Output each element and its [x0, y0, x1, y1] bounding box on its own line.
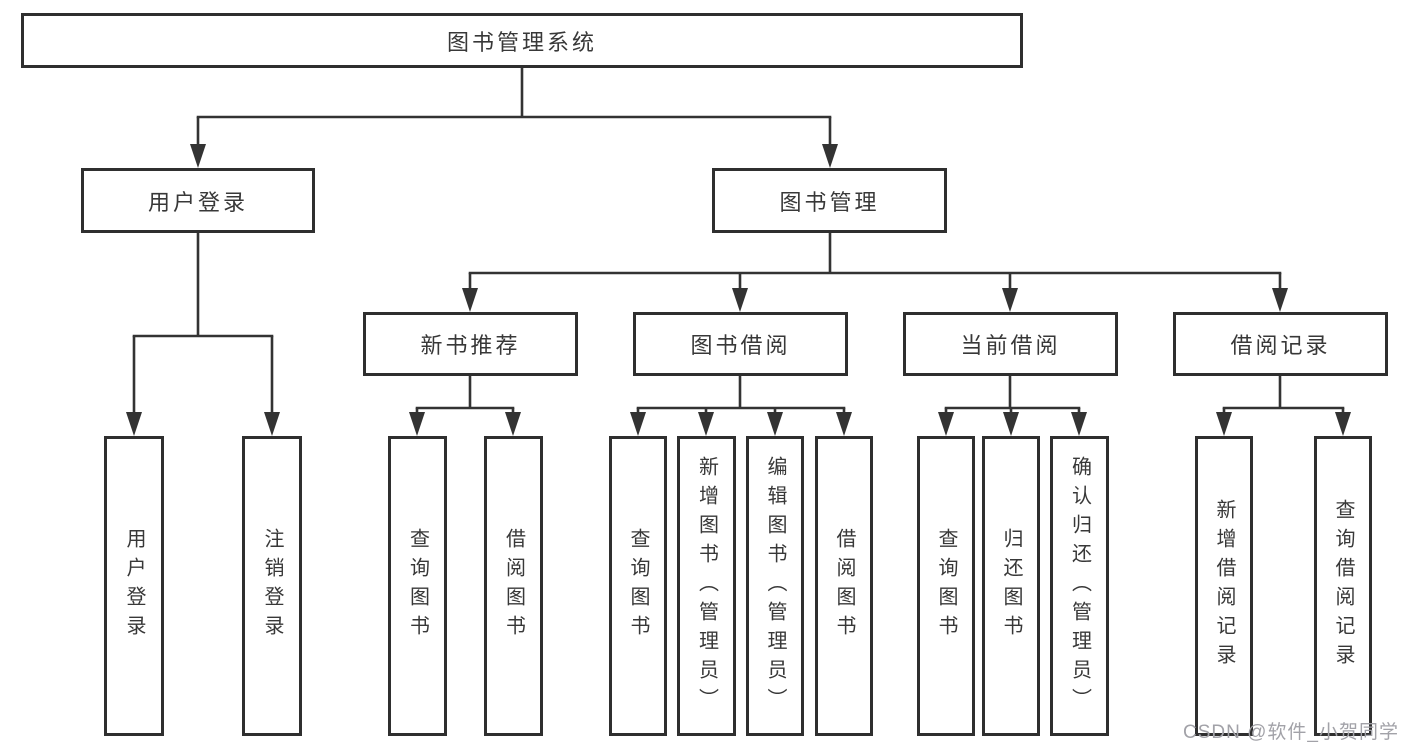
- node-leaf-query-book-2: 查询图书: [609, 436, 667, 736]
- node-leaf-confirm-return: 确认归还（管理员）: [1050, 436, 1109, 736]
- node-leaf-add-book: 新增图书（管理员）: [677, 436, 736, 736]
- arrowhead-leaf-add-borrow-record: [1216, 412, 1232, 436]
- arrowhead-borrowing-records: [1272, 288, 1288, 312]
- node-book-borrowing: 图书借阅: [633, 312, 848, 376]
- watermark: CSDN @软件_小贺同学: [1183, 722, 1399, 743]
- node-library-system: 图书管理系统: [21, 13, 1023, 68]
- node-current-borrowing: 当前借阅: [903, 312, 1118, 376]
- arrowhead-current-borrowing: [1002, 288, 1018, 312]
- arrowhead-new-book-recommend: [462, 288, 478, 312]
- node-borrowing-records: 借阅记录: [1173, 312, 1388, 376]
- node-book-management: 图书管理: [712, 168, 947, 233]
- arrowhead-leaf-query-book-1: [409, 412, 425, 436]
- node-leaf-query-book-3: 查询图书: [917, 436, 975, 736]
- arrowhead-leaf-borrow-book-1: [505, 412, 521, 436]
- arrowhead-leaf-query-book-2: [630, 412, 646, 436]
- arrowhead-leaf-user-login: [126, 412, 142, 436]
- node-new-book-recommend: 新书推荐: [363, 312, 578, 376]
- arrowhead-leaf-logout: [264, 412, 280, 436]
- arrowhead-book-management: [822, 144, 838, 168]
- node-user-login: 用户登录: [81, 168, 315, 233]
- arrowhead-leaf-query-borrow-record: [1335, 412, 1351, 436]
- node-leaf-user-login: 用户登录: [104, 436, 164, 736]
- arrowhead-user-login: [190, 144, 206, 168]
- arrowhead-book-borrowing: [732, 288, 748, 312]
- node-leaf-query-borrow-record: 查询借阅记录: [1314, 436, 1372, 736]
- node-leaf-return-book: 归还图书: [982, 436, 1040, 736]
- node-leaf-borrow-book-1: 借阅图书: [484, 436, 543, 736]
- node-leaf-add-borrow-record: 新增借阅记录: [1195, 436, 1253, 736]
- node-leaf-query-book-1: 查询图书: [388, 436, 447, 736]
- arrowhead-leaf-return-book: [1003, 412, 1019, 436]
- arrowhead-leaf-borrow-book-2: [836, 412, 852, 436]
- node-leaf-logout: 注销登录: [242, 436, 302, 736]
- arrowhead-leaf-confirm-return: [1071, 412, 1087, 436]
- arrowhead-leaf-query-book-3: [938, 412, 954, 436]
- node-leaf-borrow-book-2: 借阅图书: [815, 436, 873, 736]
- arrowhead-leaf-add-book: [698, 412, 714, 436]
- node-leaf-edit-book: 编辑图书（管理员）: [746, 436, 804, 736]
- arrowhead-leaf-edit-book: [767, 412, 783, 436]
